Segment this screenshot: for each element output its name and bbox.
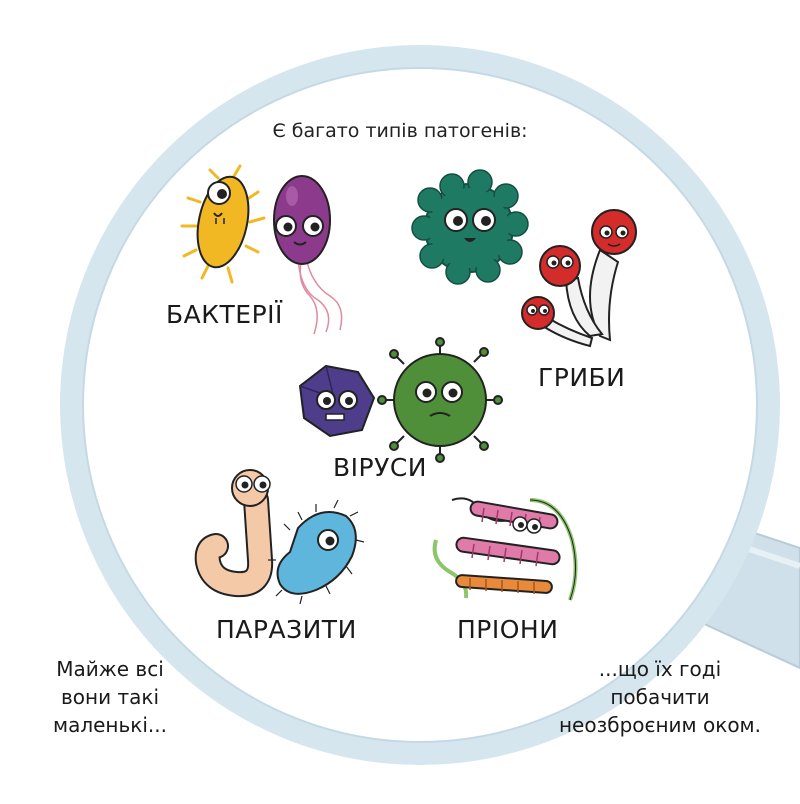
diagram-title: Є багато типів патогенів: xyxy=(272,120,528,142)
purple-bacterium-icon xyxy=(273,175,343,335)
label-prions: ПРІОНИ xyxy=(457,615,559,644)
caption-right-line: побачити xyxy=(610,685,710,709)
label-fungi: ГРИБИ xyxy=(538,363,626,392)
red-mushroom-cluster-icon xyxy=(521,209,637,348)
label-bacteria: БАКТЕРІЇ xyxy=(166,300,283,329)
purple-virus-icon xyxy=(298,364,376,438)
green-mold-icon xyxy=(411,169,529,285)
caption-right: ...що їх годі побачити неозброєним оком. xyxy=(530,655,790,739)
caption-right-line: ...що їх годі xyxy=(598,657,722,681)
caption-left: Майже всі вони такі маленькі... xyxy=(30,655,190,739)
worm-parasite-icon xyxy=(194,469,274,598)
caption-left-line: вони такі xyxy=(61,685,159,709)
prion-fibrils-icon xyxy=(432,497,578,601)
yellow-bacterium-icon xyxy=(180,164,266,284)
caption-left-line: Майже всі xyxy=(56,657,164,681)
green-virus-icon xyxy=(377,337,503,463)
label-parasites: ПАРАЗИТИ xyxy=(216,615,357,644)
label-viruses: ВІРУСИ xyxy=(333,453,427,482)
caption-right-line: неозброєним оком. xyxy=(558,713,761,737)
blue-parasite-icon xyxy=(268,499,365,605)
caption-left-line: маленькі... xyxy=(52,713,167,737)
